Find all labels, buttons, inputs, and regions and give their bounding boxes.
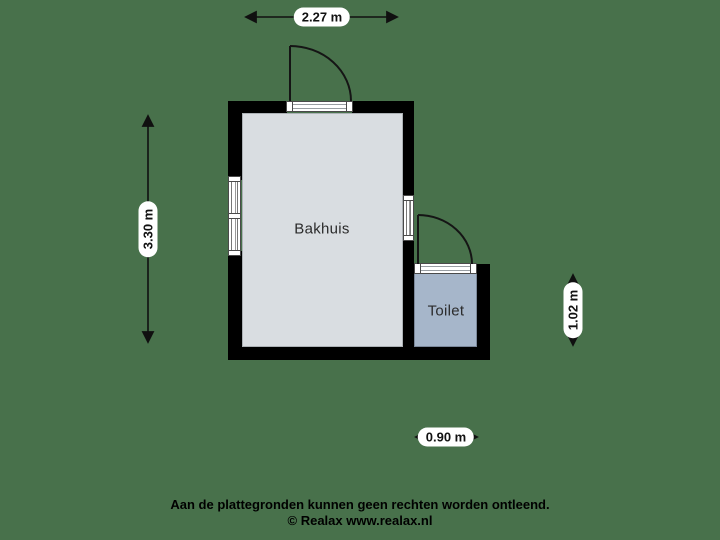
footer-disclaimer: Aan de plattegronden kunnen geen rechten… [170,497,550,512]
dimension-label-bottom: 0.90 m [417,427,475,447]
bakhuis-door-swing-arc [289,45,352,102]
door-post-icon [414,263,421,274]
wall-top-right-segment [352,101,414,113]
door-post-icon [470,263,477,274]
room-label-toilet: Toilet [427,302,465,320]
toilet-door-swing-arc [417,214,473,265]
footer: Aan de plattegronden kunnen geen rechten… [0,497,720,529]
wall-middle-upper-segment [403,101,414,199]
dimension-label-right: 1.02 m [563,281,583,339]
window-sill-icon [228,250,241,256]
wall-bottom [228,347,490,360]
bakhuis-door-threshold [286,101,353,112]
toilet-door-threshold [414,263,477,274]
wall-middle-lower-segment [403,237,414,360]
dimension-label-top: 2.27 m [293,7,351,27]
wall-left-upper-segment [228,101,242,180]
window-left-wall [228,176,241,256]
wall-toilet-right [477,264,490,360]
room-bakhuis-floor [242,113,403,347]
footer-credit: © Realax www.realax.nl [287,513,433,528]
window-right-wall [403,195,414,241]
window-glazing [228,181,241,214]
room-toilet-floor [414,273,477,347]
dimension-label-left: 3.30 m [138,200,158,258]
door-post-icon [346,101,353,112]
window-glazing [228,218,241,251]
window-sill-icon [403,235,414,241]
room-label-bakhuis: Bakhuis [294,220,350,238]
window-glazing [403,200,414,236]
wall-top-left-segment [228,101,287,113]
door-post-icon [286,101,293,112]
wall-left-lower-segment [228,251,242,360]
